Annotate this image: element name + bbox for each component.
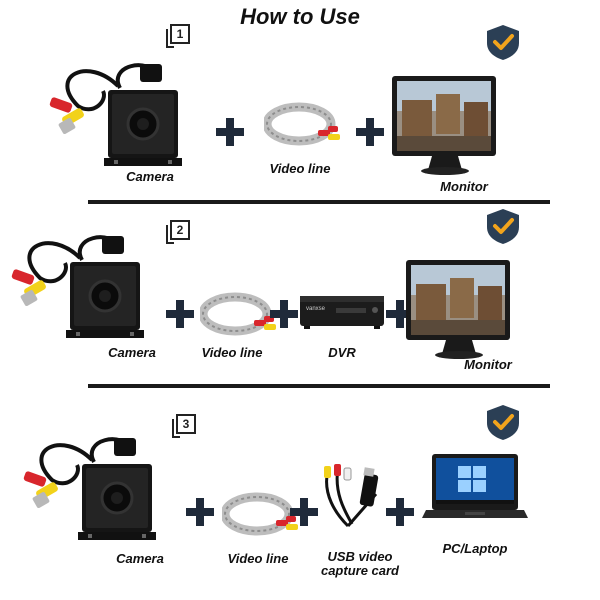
dvr-label: DVR xyxy=(328,345,356,360)
plus-icon xyxy=(186,498,214,526)
section-divider xyxy=(88,200,550,204)
camera-image xyxy=(10,234,147,340)
plus-icon xyxy=(166,300,194,328)
video-line-label: Video line xyxy=(201,345,263,360)
verified-shield-icon xyxy=(486,208,520,244)
plus-icon xyxy=(356,118,384,146)
usb-capture-card-label: USB video capture card xyxy=(320,549,400,578)
plus-icon xyxy=(386,498,414,526)
verified-shield-icon xyxy=(486,404,520,440)
camera-label: Camera xyxy=(108,345,156,360)
plus-icon xyxy=(270,300,298,328)
plus-icon xyxy=(216,118,244,146)
camera-label: Camera xyxy=(126,169,174,184)
pc-laptop-label: PC/Laptop xyxy=(442,541,508,556)
step-number-1: 1 xyxy=(166,24,190,48)
plus-icon xyxy=(386,300,414,328)
camera-image xyxy=(22,436,159,542)
usb-capture-card-image xyxy=(324,464,379,528)
step-number-2: 2 xyxy=(166,220,190,244)
monitor-image xyxy=(406,260,510,359)
dvr-brand: vanxse xyxy=(306,306,326,312)
camera-label: Camera xyxy=(116,551,164,566)
monitor-image xyxy=(392,76,496,175)
video-cable-image xyxy=(264,102,344,148)
plus-icon xyxy=(290,498,318,526)
video-line-label: Video line xyxy=(269,161,331,176)
video-cable-image xyxy=(200,292,280,338)
laptop-image xyxy=(422,454,528,518)
verified-shield-icon xyxy=(486,24,520,60)
monitor-label: Monitor xyxy=(440,179,488,194)
video-line-label: Video line xyxy=(227,551,289,566)
monitor-label: Monitor xyxy=(464,357,512,372)
camera-image xyxy=(48,62,185,168)
section-divider xyxy=(88,384,550,388)
step-number-3: 3 xyxy=(172,414,196,438)
page-title: How to Use xyxy=(240,4,360,29)
dvr-image: vanxse xyxy=(300,296,384,329)
